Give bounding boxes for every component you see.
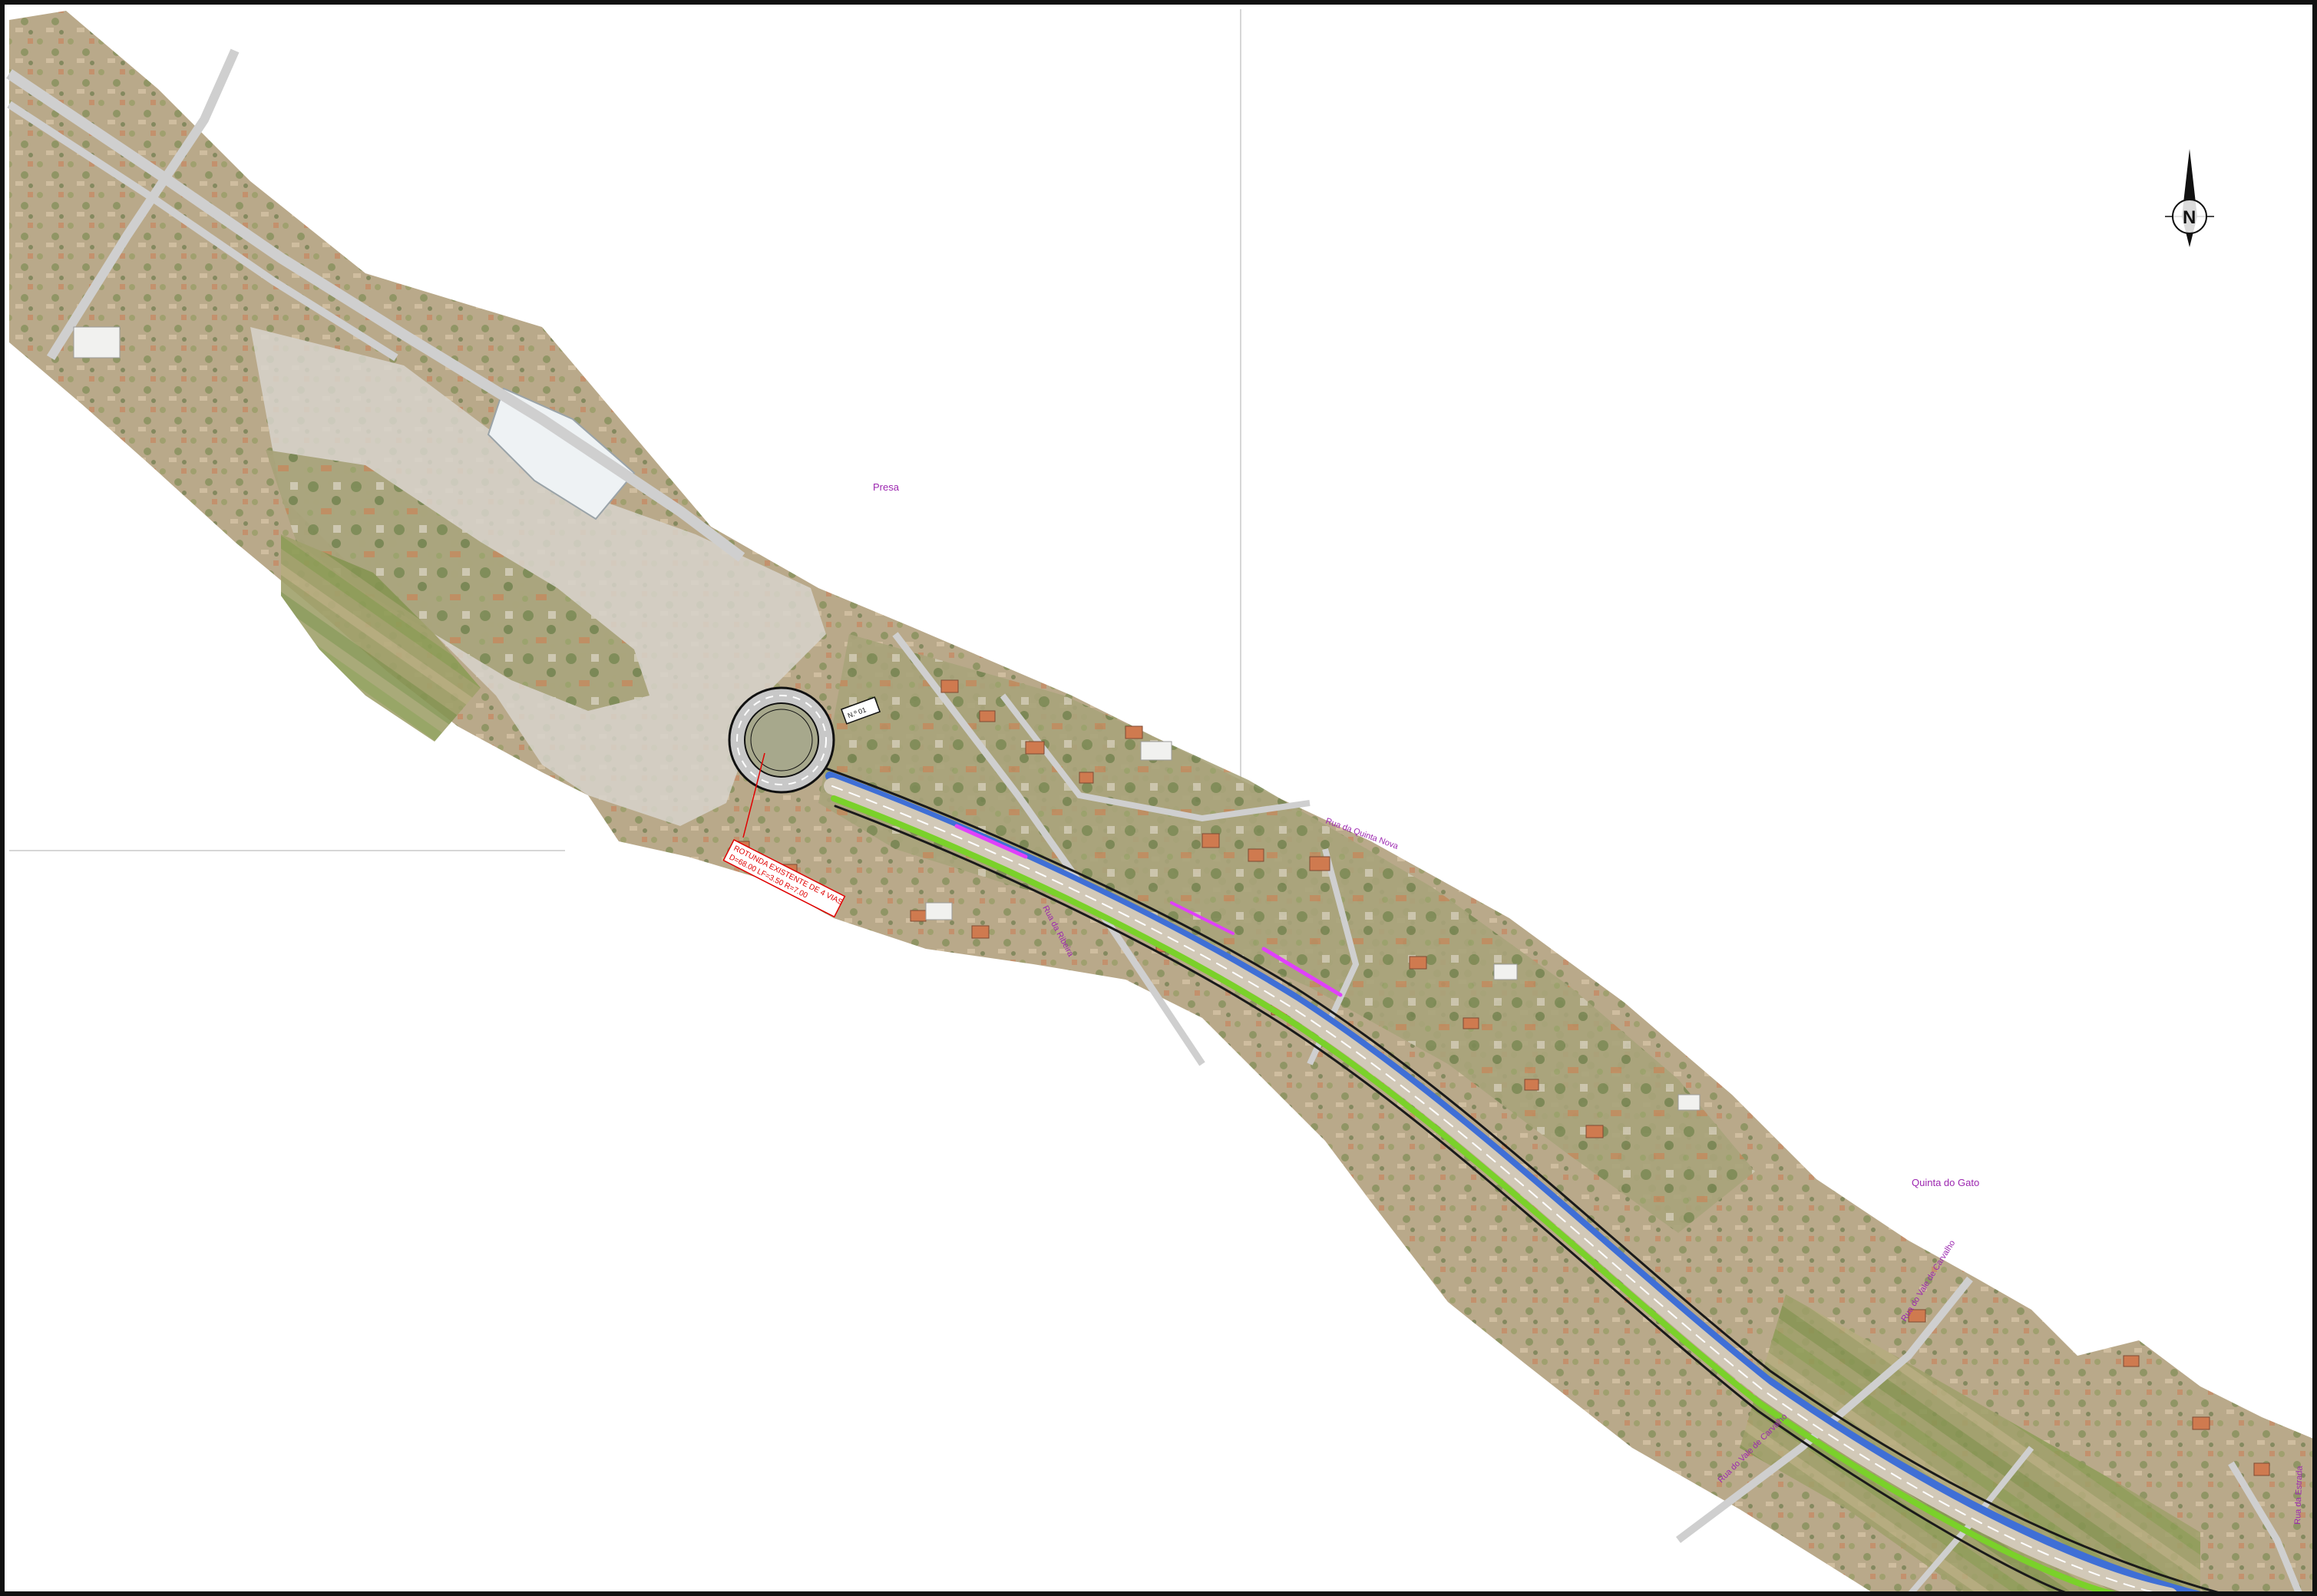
road-magenta-segment-1 (954, 824, 1028, 859)
white-buildings (73, 326, 1701, 1111)
road-magenta-segment-2 (1261, 947, 1343, 997)
place-label-presa: Presa (873, 481, 900, 493)
road-black-edge-upper (825, 767, 2219, 1591)
woodland (266, 450, 649, 711)
road-black-edge-lower (834, 805, 2066, 1591)
road-centre-line (831, 785, 2153, 1591)
farm-fields-right (1740, 1294, 2200, 1591)
farm-fields-left (281, 534, 481, 742)
north-arrow-letter: N (2183, 207, 2196, 228)
map-canvas: ROTUNDA EXISTENTE DE 4 VIAS D=68.00 LF=3… (6, 9, 2312, 1591)
road-magenta-segment-3 (1170, 901, 1235, 935)
aerial-imagery (6, 11, 2312, 1591)
road-green-verge (831, 795, 2117, 1591)
road-corridor (824, 767, 2219, 1591)
road-blue-lane (825, 772, 2201, 1591)
village-area (818, 634, 1755, 1233)
north-arrow-icon: N (2165, 149, 2214, 247)
hangar-roof (487, 387, 636, 520)
roundabout (728, 686, 835, 794)
place-label-quinta-do-gato: Quinta do Gato (1912, 1177, 1979, 1188)
street-label-rua-edge: Rua da Estrada (2293, 1465, 2305, 1525)
